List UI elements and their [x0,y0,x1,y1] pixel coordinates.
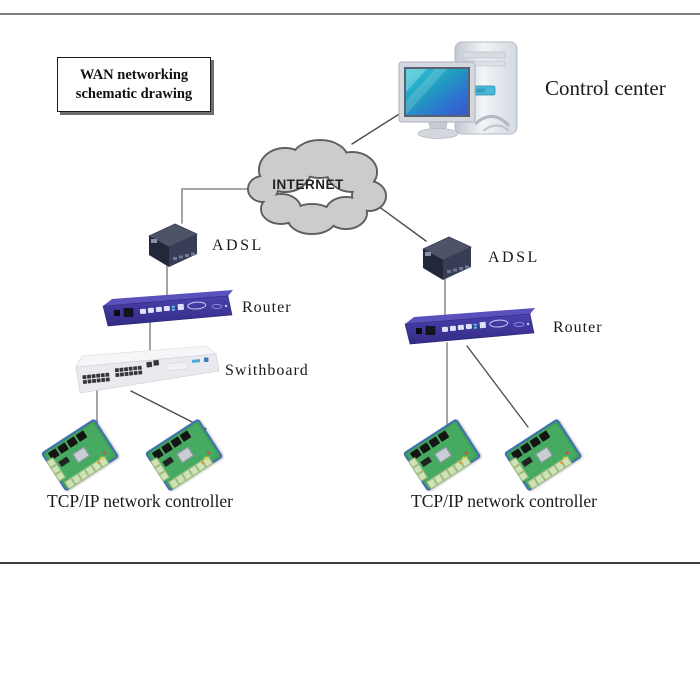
top-border-line [0,13,700,15]
adsl-modem-left [148,223,198,267]
adsl-left-label: ADSL [212,237,264,254]
controller-board-1 [40,418,120,492]
adsl-modem-right [422,236,472,280]
controller-left-label: TCP/IP network controller [47,491,233,511]
control-center-label: Control center [545,76,666,100]
switchboard-label: Swithboard [225,362,309,379]
computer-monitor-icon [398,61,476,139]
router-right [404,308,535,345]
title-line-1: WAN networking [79,66,189,83]
adsl-right-label: ADSL [488,249,540,266]
router-right-label: Router [553,319,603,336]
controller-board-2 [144,418,224,492]
bottom-border-line [0,562,700,564]
title-line-2: schematic drawing [75,85,193,102]
controller-board-3 [402,418,482,492]
internet-cloud [247,139,387,235]
controller-board-4 [503,418,583,492]
router-left-label: Router [242,299,292,316]
control-center-computer [398,41,518,139]
controller-right-label: TCP/IP network controller [411,491,597,511]
router-left [102,290,233,327]
title-box: WAN networking schematic drawing [57,57,211,112]
switchboard [75,345,220,394]
internet-label: INTERNET [272,177,344,192]
